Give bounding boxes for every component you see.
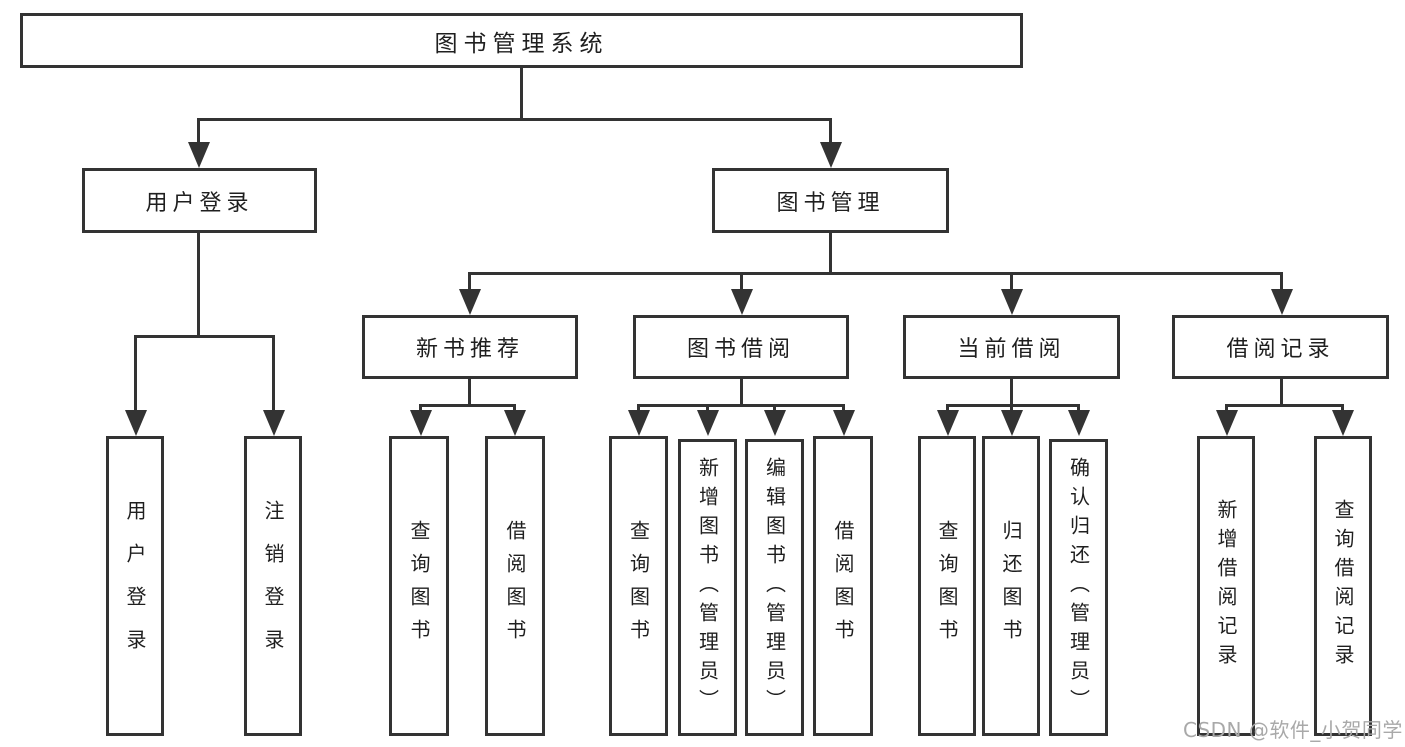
leaf-label: 查询图书 (626, 520, 651, 652)
connector-line (829, 118, 832, 146)
leaf-confirm-return-admin: 确认归还（管理员） (1049, 439, 1108, 736)
arrow-down-icon (125, 410, 147, 436)
connector-line (740, 379, 743, 406)
connector-line (637, 404, 845, 407)
arrow-down-icon (1001, 410, 1023, 436)
leaf-label: 查询图书 (407, 520, 431, 652)
arrow-down-icon (628, 410, 650, 436)
leaf-query-books-borrow: 查询图书 (609, 436, 668, 736)
leaf-borrow-books-borrow: 借阅图书 (813, 436, 873, 736)
connector-line (1010, 272, 1013, 293)
arrow-down-icon (764, 410, 786, 436)
connector-line (197, 233, 200, 337)
leaf-edit-book-admin: 编辑图书（管理员） (745, 439, 804, 736)
connector-line (1010, 379, 1013, 406)
arrow-down-icon (697, 410, 719, 436)
leaf-query-borrow-record: 查询借阅记录 (1314, 436, 1372, 736)
leaf-user-login: 用户登录 (106, 436, 164, 736)
arrow-down-icon (1001, 289, 1023, 315)
arrow-down-icon (1271, 289, 1293, 315)
leaf-label: 新增借阅记录 (1214, 499, 1238, 673)
leaf-query-books-current: 查询图书 (918, 436, 976, 736)
node-borrow-records: 借阅记录 (1172, 315, 1389, 379)
leaf-add-book-admin: 新增图书（管理员） (678, 439, 737, 736)
connector-line (1225, 404, 1344, 407)
leaf-label: 新增图书（管理员） (695, 457, 720, 718)
arrow-down-icon (188, 142, 210, 168)
connector-line (829, 233, 832, 274)
arrow-down-icon (731, 289, 753, 315)
connector-line (134, 335, 275, 338)
connector-line (740, 272, 743, 293)
arrow-down-icon (1216, 410, 1238, 436)
leaf-label: 归还图书 (999, 520, 1023, 652)
node-user-login: 用户登录 (82, 168, 317, 233)
arrow-down-icon (504, 410, 526, 436)
leaf-borrow-books-recommend: 借阅图书 (485, 436, 545, 736)
arrow-down-icon (937, 410, 959, 436)
connector-line (1280, 379, 1283, 406)
arrow-down-icon (263, 410, 285, 436)
arrow-down-icon (459, 289, 481, 315)
leaf-label: 借阅图书 (831, 520, 855, 652)
node-new-book-recommend: 新书推荐 (362, 315, 578, 379)
arrow-down-icon (833, 410, 855, 436)
connector-line (468, 379, 471, 406)
connector-line (468, 272, 1282, 275)
watermark: CSDN @软件_小贺同学 (1183, 718, 1403, 742)
connector-line (946, 404, 1080, 407)
connector-line (134, 335, 137, 413)
arrow-down-icon (410, 410, 432, 436)
connector-line (419, 404, 516, 407)
leaf-add-borrow-record: 新增借阅记录 (1197, 436, 1255, 736)
node-book-borrow: 图书借阅 (633, 315, 849, 379)
leaf-label: 确认归还（管理员） (1066, 457, 1091, 718)
leaf-query-books-recommend: 查询图书 (389, 436, 449, 736)
connector-line (468, 272, 471, 293)
leaf-label: 查询借阅记录 (1331, 499, 1355, 673)
node-current-borrow: 当前借阅 (903, 315, 1120, 379)
leaf-logout-login: 注销登录 (244, 436, 302, 736)
connector-line (197, 118, 200, 146)
node-library-management-system: 图书管理系统 (20, 13, 1023, 68)
connector-line (520, 68, 523, 118)
leaf-label: 查询图书 (935, 520, 959, 652)
arrow-down-icon (820, 142, 842, 168)
node-book-management: 图书管理 (712, 168, 949, 233)
leaf-label: 编辑图书（管理员） (762, 457, 787, 718)
leaf-return-books: 归还图书 (982, 436, 1040, 736)
connector-line (272, 335, 275, 413)
leaf-label: 用户登录 (123, 500, 147, 672)
connector-line (1280, 272, 1283, 293)
arrow-down-icon (1332, 410, 1354, 436)
leaf-label: 注销登录 (261, 500, 285, 672)
leaf-label: 借阅图书 (503, 520, 527, 652)
arrow-down-icon (1068, 410, 1090, 436)
connector-line (197, 118, 832, 121)
